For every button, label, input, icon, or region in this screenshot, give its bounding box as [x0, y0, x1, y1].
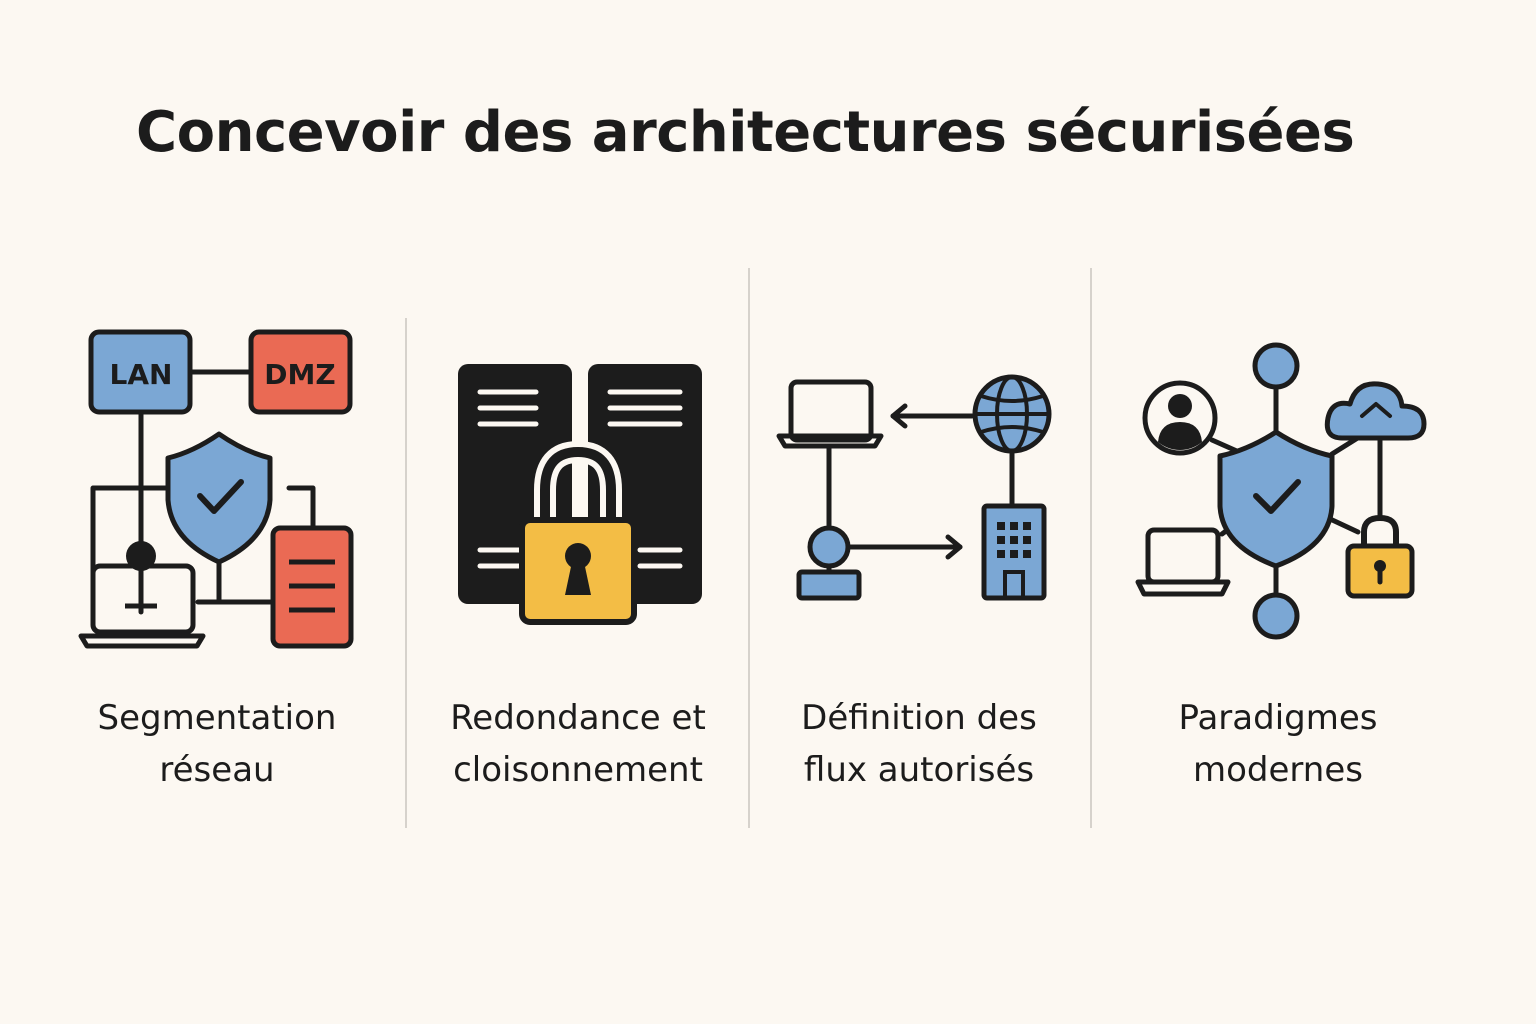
caption-line-2: réseau [159, 750, 275, 790]
divider-2 [748, 268, 750, 828]
caption-line-1: Définition des [801, 698, 1037, 738]
modern-paradigms-illustration [1135, 342, 1427, 640]
shield-check-icon [1217, 429, 1335, 569]
caption-paradigmes: Paradigmes modernes [1118, 692, 1438, 796]
caption-line-2: modernes [1193, 750, 1363, 790]
lan-box: LAN [88, 329, 193, 415]
panel-flux: Définition des flux autorisés [759, 300, 1079, 820]
caption-segmentation: Segmentation réseau [57, 692, 377, 796]
caption-line-2: flux autorisés [803, 750, 1035, 790]
laptop-icon [776, 379, 884, 449]
server-icon [270, 525, 354, 649]
caption-line-1: Paradigmes [1178, 698, 1378, 738]
allowed-flows-illustration [776, 374, 1052, 601]
dmz-label: DMZ [264, 358, 335, 391]
divider-1 [405, 318, 407, 828]
panel-segmentation: LAN DMZ Segmentation réseau [57, 300, 377, 820]
dmz-box: DMZ [248, 329, 353, 415]
laptop-icon [1135, 527, 1231, 597]
network-segmentation-illustration: LAN DMZ [78, 329, 354, 649]
globe-icon [972, 374, 1052, 454]
building-icon [981, 503, 1047, 601]
caption-line-1: Redondance et [450, 698, 706, 738]
panel-paradigmes: Paradigmes modernes [1118, 300, 1438, 820]
user-icon [1142, 380, 1218, 456]
caption-flux: Définition des flux autorisés [759, 692, 1079, 796]
arrow-icon [890, 403, 975, 429]
arrow-icon [846, 534, 963, 560]
padlock-icon [1345, 514, 1415, 599]
redundancy-illustration [458, 364, 702, 625]
cloud-icon [1324, 381, 1427, 441]
bottom-node [1252, 592, 1300, 640]
caption-line-1: Segmentation [97, 698, 337, 738]
lan-label: LAN [110, 358, 173, 391]
shield-check-icon [165, 431, 273, 565]
page-title: Concevoir des architectures sécurisées [136, 100, 1355, 165]
node-icon [796, 525, 862, 601]
caption-redondance: Redondance et cloisonnement [418, 692, 738, 796]
panel-redondance: Redondance et cloisonnement [418, 300, 738, 820]
laptop-icon [78, 541, 206, 649]
top-node [1252, 342, 1300, 390]
caption-line-2: cloisonnement [453, 750, 703, 790]
divider-3 [1090, 268, 1092, 828]
padlock-icon [519, 440, 637, 625]
